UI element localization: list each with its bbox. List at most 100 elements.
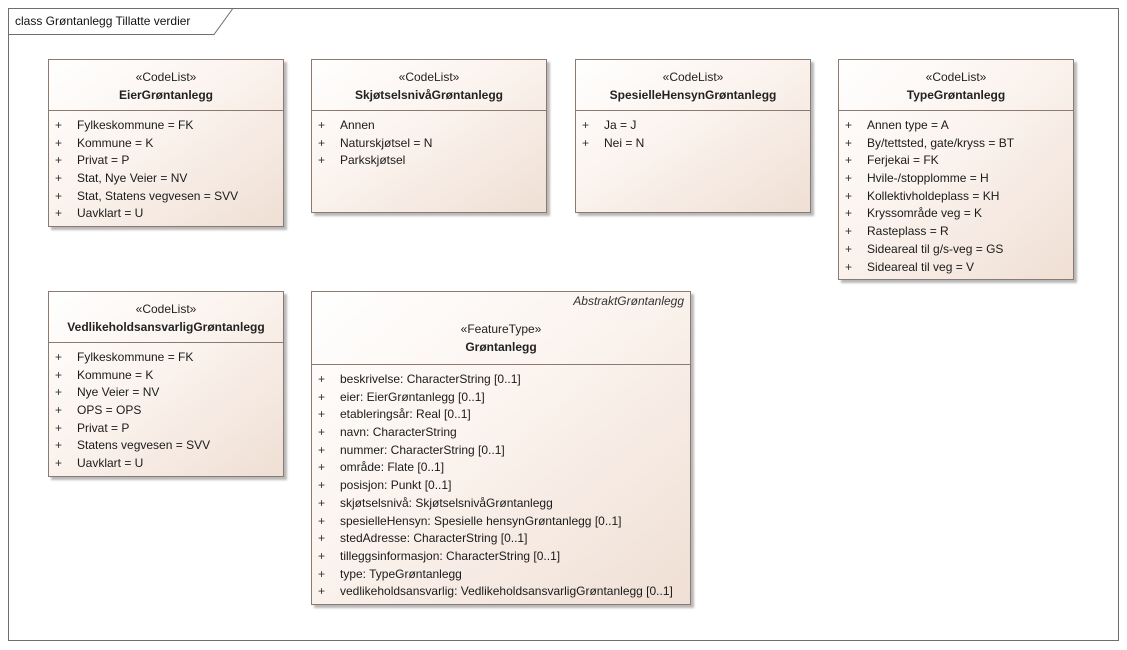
attribute-item[interactable]: +Ja = J — [576, 117, 810, 135]
attribute-item[interactable]: +Kommune = K — [49, 135, 283, 153]
attribute-text: beskrivelse: CharacterString [0..1] — [340, 372, 521, 386]
visibility-marker: + — [318, 118, 326, 132]
attribute-item[interactable]: +Nei = N — [576, 135, 810, 153]
attribute-item[interactable]: +Privat = P — [49, 152, 283, 170]
attribute-item[interactable]: +Uavklart = U — [49, 455, 283, 473]
attribute-item[interactable]: + Nye Veier = NV — [49, 384, 283, 402]
class-header: «CodeList» EierGrøntanlegg — [49, 60, 283, 110]
attribute-text: Privat = P — [77, 153, 130, 168]
attribute-item[interactable]: + Kryssområde veg = K — [839, 205, 1073, 223]
attribute-text: Kommune = K — [77, 367, 154, 382]
attribute-text: Uavklart = U — [77, 456, 144, 471]
attribute-item[interactable]: +Stat, Statens vegvesen = SVV — [49, 188, 283, 206]
attribute-item[interactable]: + Fylkeskommune = FK — [49, 117, 283, 135]
visibility-marker: + — [318, 425, 326, 440]
attribute-list: + Annen type = A +By/tettsted, gate/kryss… — [839, 111, 1073, 276]
attribute-text: Ja = J — [604, 118, 637, 132]
visibility-marker: + — [845, 118, 853, 132]
attribute-item[interactable]: +Sideareal til g/s-veg = GS — [839, 241, 1073, 259]
class-vedlikeholdsansvarlig-grontanlegg[interactable]: «CodeList» VedlikeholdsansvarligGrøntanl… — [48, 291, 284, 477]
attribute-text: Kommune = K — [77, 135, 154, 150]
attribute-item[interactable]: +Stat, Nye Veier = NV — [49, 170, 283, 188]
diagram-frame: class Grøntanlegg Tillatte verdier — [8, 8, 1119, 641]
attribute-text: tilleggsinformasjon: CharacterString [0.… — [340, 548, 561, 563]
class-header: «CodeList» SkjøtselsnivåGrøntanlegg — [312, 60, 546, 110]
attribute-item[interactable]: +Fylkeskommune = FK — [49, 349, 283, 367]
visibility-marker: + — [55, 367, 63, 382]
attribute-list: +Annen + Naturskjøtsel = N +Parkskjøtsel — [312, 111, 546, 170]
attribute-text: type: TypeGrøntanlegg — [340, 566, 462, 581]
attribute-text: Kryssområde veg = K — [867, 206, 983, 221]
attribute-text: Naturskjøtsel = N — [340, 135, 433, 150]
attribute-item[interactable]: +posisjon: Punkt [0..1] — [312, 477, 690, 495]
visibility-marker: + — [845, 259, 853, 274]
attribute-item[interactable]: +område: Flate [0..1] — [312, 459, 690, 477]
attribute-item[interactable]: +beskrivelse: CharacterString [0..1] — [312, 371, 690, 389]
class-grontanlegg-featuretype[interactable]: AbstraktGrøntanlegg «FeatureType» Grønta… — [311, 291, 691, 605]
attribute-item[interactable]: + Kommune = K — [49, 367, 283, 385]
class-eier-grontanlegg[interactable]: «CodeList» EierGrøntanlegg + Fylkeskommun… — [48, 59, 284, 227]
attribute-list: +Fylkeskommune = FK +Kommune = K +Privat… — [49, 111, 283, 223]
visibility-marker: + — [318, 548, 326, 563]
attribute-item[interactable]: +Statens vegvesen = SVV — [49, 437, 283, 455]
compartment-divider — [312, 110, 546, 111]
attribute-item[interactable]: +Hvile-/stopplomme = H — [839, 170, 1073, 188]
attribute-text: Fylkeskommune = FK — [77, 118, 194, 132]
attribute-item[interactable]: +vedlikeholdsansvarlig: Vedlikeholdsansv… — [312, 583, 690, 601]
attribute-text: Nye Veier = NV — [77, 385, 160, 400]
attribute-item[interactable]: +Kollektivholdeplass = KH — [839, 188, 1073, 206]
attribute-text: stedAdresse: CharacterString [0..1] — [340, 531, 528, 546]
attribute-text: nummer: CharacterString [0..1] — [340, 442, 505, 457]
visibility-marker: + — [845, 224, 853, 239]
attribute-text: Kollektivholdeplass = KH — [867, 188, 1000, 203]
attribute-item[interactable]: +Ferjekai = FK — [839, 152, 1073, 170]
attribute-text: Annen type = A — [867, 118, 949, 132]
attribute-item[interactable]: + Annen type = A — [839, 117, 1073, 135]
attribute-list: +beskrivelse: CharacterString [0..1] +ei… — [312, 365, 690, 601]
class-spesielle-hensyn-grontanlegg[interactable]: «CodeList» SpesielleHensynGrøntanlegg +J… — [575, 59, 811, 213]
class-name: TypeGrøntanlegg — [906, 88, 1006, 102]
class-skjotselsniva-grontanlegg[interactable]: «CodeList» SkjøtselsnivåGrøntanlegg +Ann… — [311, 59, 547, 213]
attribute-item[interactable]: +Uavklart = U — [49, 205, 283, 223]
visibility-marker: + — [318, 531, 326, 546]
visibility-marker: + — [318, 566, 326, 581]
attribute-item[interactable]: +skjøtselsnivå: SkjøtselsnivåGrøntanlegg — [312, 495, 690, 513]
attribute-item[interactable]: +Parkskjøtsel — [312, 152, 546, 170]
attribute-item[interactable]: +eier: EierGrøntanlegg [0..1] — [312, 389, 690, 407]
visibility-marker: + — [55, 385, 63, 400]
attribute-text: OPS = OPS — [77, 403, 142, 418]
class-stereotype: «FeatureType» — [460, 322, 542, 336]
attribute-item[interactable]: +By/tettsted, gate/kryss = BT — [839, 135, 1073, 153]
visibility-marker: + — [318, 460, 326, 475]
class-header: «CodeList» TypeGrøntanlegg — [839, 60, 1073, 110]
attribute-item[interactable]: +navn: CharacterString — [312, 424, 690, 442]
class-type-grontanlegg[interactable]: «CodeList» TypeGrøntanlegg + Annen type =… — [838, 59, 1074, 280]
class-header: «CodeList» SpesielleHensynGrøntanlegg — [576, 60, 810, 110]
visibility-marker: + — [845, 206, 853, 221]
visibility-marker: + — [55, 118, 63, 132]
visibility-marker: + — [55, 438, 63, 453]
class-header: «CodeList» VedlikeholdsansvarligGrøntanl… — [49, 292, 283, 342]
frame-title: class Grøntanlegg Tillatte verdier — [15, 14, 191, 28]
class-name: SpesielleHensynGrøntanlegg — [609, 88, 777, 102]
attribute-item[interactable]: + tilleggsinformasjon: CharacterString [0… — [312, 548, 690, 566]
attribute-item[interactable]: + Naturskjøtsel = N — [312, 135, 546, 153]
class-name: VedlikeholdsansvarligGrøntanlegg — [67, 320, 265, 334]
visibility-marker: + — [55, 171, 63, 186]
compartment-divider — [312, 364, 690, 365]
attribute-item[interactable]: +spesielleHensyn: Spesielle hensynGrønta… — [312, 513, 690, 531]
class-name: SkjøtselsnivåGrøntanlegg — [354, 88, 504, 102]
attribute-item[interactable]: +OPS = OPS — [49, 402, 283, 420]
attribute-item[interactable]: +etableringsår: Real [0..1] — [312, 406, 690, 424]
visibility-marker: + — [318, 513, 326, 528]
attribute-item[interactable]: + type: TypeGrøntanlegg — [312, 566, 690, 584]
attribute-item[interactable]: +Rasteplass = R — [839, 223, 1073, 241]
attribute-item[interactable]: +Annen — [312, 117, 546, 135]
visibility-marker: + — [55, 206, 63, 221]
attribute-item[interactable]: +nummer: CharacterString [0..1] — [312, 442, 690, 460]
frame-tab-outline — [9, 9, 233, 35]
attribute-item[interactable]: +Sideareal til veg = V — [839, 259, 1073, 277]
attribute-item[interactable]: + stedAdresse: CharacterString [0..1] — [312, 530, 690, 548]
visibility-marker: + — [318, 135, 326, 150]
attribute-item[interactable]: +Privat = P — [49, 420, 283, 438]
